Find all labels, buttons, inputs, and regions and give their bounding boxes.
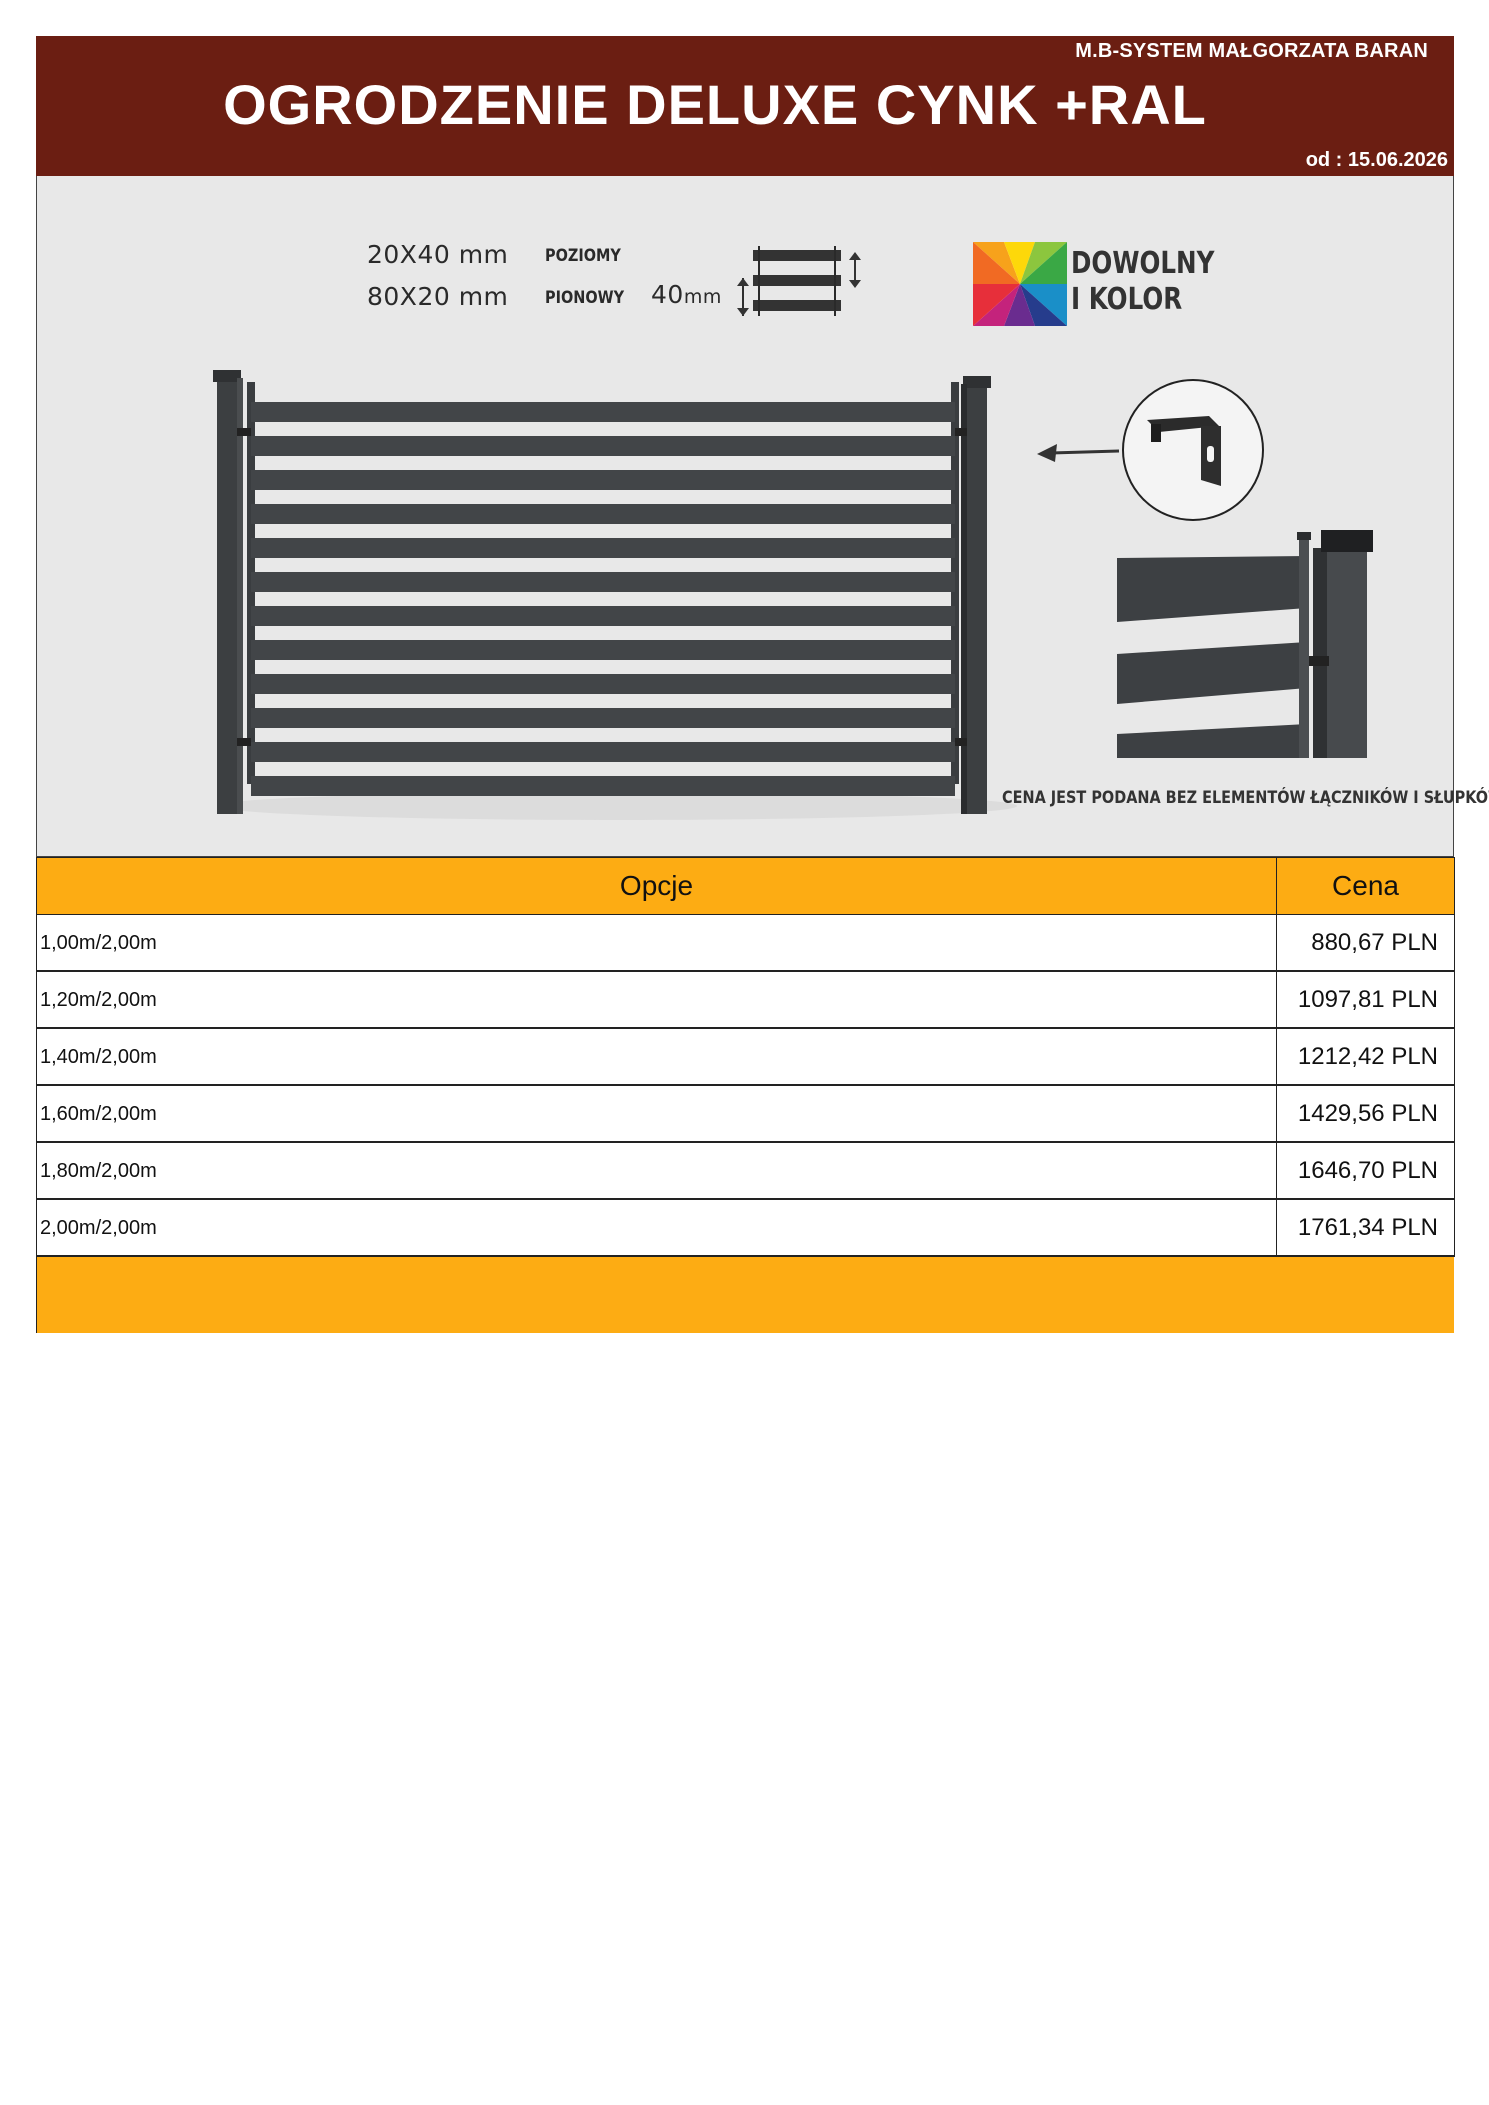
table-footer-bar <box>36 1257 1454 1333</box>
option-cell: 1,40m/2,00m <box>36 1027 1277 1086</box>
option-cell: 1,00m/2,00m <box>36 914 1277 972</box>
price-cell: 1761,34 PLN <box>1276 1198 1455 1257</box>
price-cell: 1212,42 PLN <box>1276 1027 1455 1086</box>
price-cell: 880,67 PLN <box>1276 914 1455 972</box>
spacing-label: 40mm <box>651 280 722 309</box>
arrow-left-icon <box>1037 444 1120 462</box>
table-row: 1,40m/2,00m 1212,42 PLN <box>36 1027 1455 1086</box>
price-cell: 1097,81 PLN <box>1276 970 1455 1029</box>
table-header-row: Opcje Cena <box>36 857 1455 915</box>
header-banner: M.B-SYSTEM MAŁGORZATA BARAN OGRODZENIE D… <box>36 36 1454 176</box>
option-cell: 1,20m/2,00m <box>36 970 1277 1029</box>
post-detail-illustration <box>1117 528 1443 758</box>
column-header-price: Cena <box>1276 857 1455 915</box>
slat-spacing-diagram <box>737 246 861 316</box>
table-row: 1,20m/2,00m 1097,81 PLN <box>36 970 1455 1029</box>
price-sheet: M.B-SYSTEM MAŁGORZATA BARAN OGRODZENIE D… <box>36 36 1489 1333</box>
company-name: M.B-SYSTEM MAŁGORZATA BARAN <box>1075 40 1428 62</box>
color-wheel-icon <box>973 242 1067 326</box>
fence-illustration <box>213 370 1017 820</box>
table-row: 2,00m/2,00m 1761,34 PLN <box>36 1198 1455 1257</box>
connector-detail-icon <box>1122 379 1264 521</box>
valid-from-date: od : 15.06.2026 <box>1305 149 1448 171</box>
table-row: 1,00m/2,00m 880,67 PLN <box>36 914 1455 972</box>
spec-orientation-1: POZIOMY <box>545 246 621 266</box>
price-cell: 1646,70 PLN <box>1276 1141 1455 1200</box>
any-color-label-line1: DOWOLNY <box>1071 246 1215 281</box>
column-header-options: Opcje <box>36 857 1277 915</box>
page-title: OGRODZENIE DELUXE CYNK +RAL <box>223 73 1207 136</box>
spec-orientation-2: PIONOWY <box>545 288 625 308</box>
table-row: 1,80m/2,00m 1646,70 PLN <box>36 1141 1455 1200</box>
price-note: CENA JEST PODANA BEZ ELEMENTÓW ŁĄCZNIKÓW… <box>1002 788 1489 808</box>
price-cell: 1429,56 PLN <box>1276 1084 1455 1143</box>
spec-dimension-1: 20X40 mm <box>367 240 509 269</box>
table-row: 1,60m/2,00m 1429,56 PLN <box>36 1084 1455 1143</box>
spec-dimension-2: 80X20 mm <box>367 282 509 311</box>
option-cell: 1,60m/2,00m <box>36 1084 1277 1143</box>
option-cell: 2,00m/2,00m <box>36 1198 1277 1257</box>
product-image-panel: 20X40 mm POZIOMY 80X20 mm PIONOWY 40mm <box>36 176 1489 857</box>
option-cell: 1,80m/2,00m <box>36 1141 1277 1200</box>
any-color-label-line2: I KOLOR <box>1071 282 1183 317</box>
price-table: Opcje Cena 1,00m/2,00m 880,67 PLN 1,20m/… <box>36 857 1455 1257</box>
